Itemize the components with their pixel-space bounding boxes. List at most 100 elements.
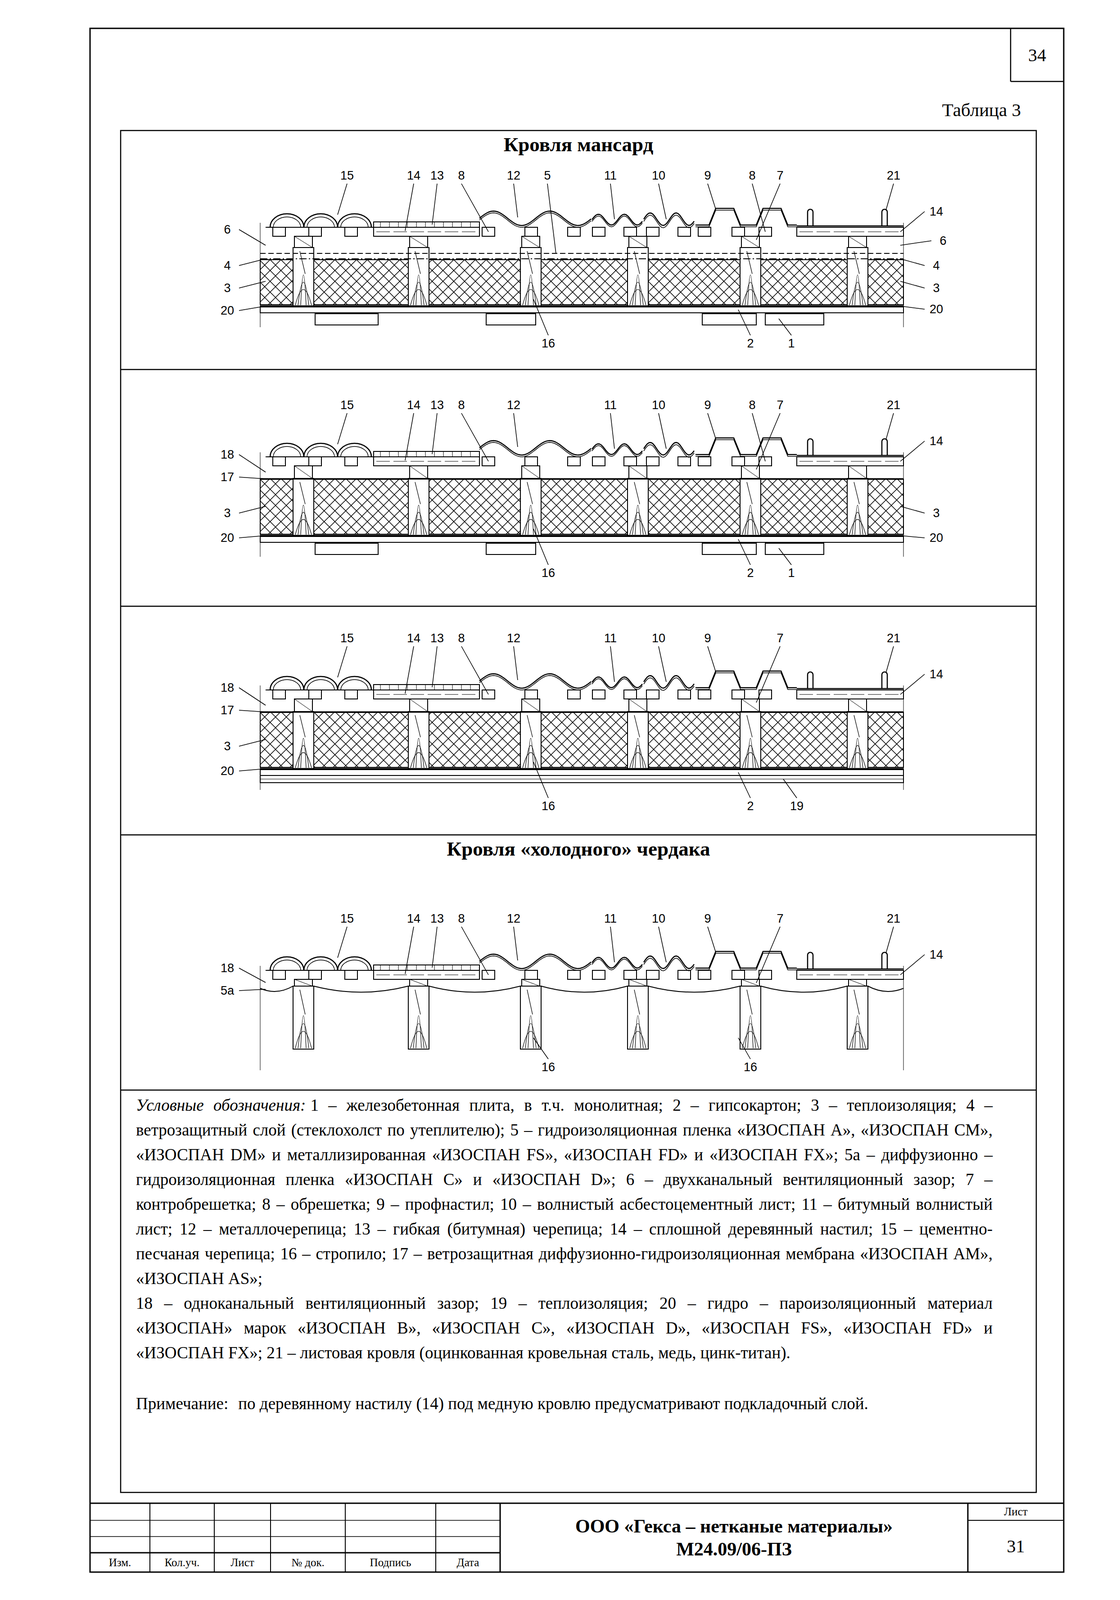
counter-batten xyxy=(628,465,647,479)
wood-grain xyxy=(415,505,422,535)
node-text: Кровля «холодного» чердака xyxy=(447,837,711,861)
wood-grain xyxy=(852,282,863,306)
node-text: № док. xyxy=(291,1556,325,1569)
bitumen-sheet xyxy=(591,959,643,971)
leader-line xyxy=(658,926,667,963)
counter-batten xyxy=(521,699,540,712)
callout-number: 18 xyxy=(220,962,235,975)
wood-grain xyxy=(629,289,646,306)
wood-grain xyxy=(528,275,534,306)
metal-tile xyxy=(479,956,592,971)
callout-number: 8 xyxy=(748,399,756,412)
table-cell: Кровля мансард xyxy=(120,130,1037,370)
wood-grain xyxy=(742,752,759,768)
wood-grain xyxy=(635,1016,641,1049)
wood-crack xyxy=(853,715,860,738)
standing-seam xyxy=(807,672,813,689)
rafter xyxy=(740,478,761,536)
profiled-sheet xyxy=(695,953,797,971)
text-group: 31 xyxy=(967,1520,1064,1573)
flexible-tile-joint xyxy=(452,684,453,691)
wood-crack xyxy=(853,251,860,275)
text-group: Условные обозначения:1 – железобетонная … xyxy=(135,1094,993,1293)
wood-grain xyxy=(300,1016,307,1049)
callout-number: 2 xyxy=(746,567,754,580)
leader-line xyxy=(533,762,549,799)
table-grid xyxy=(120,130,1037,1493)
leader-line xyxy=(239,768,266,772)
text-group: Лист xyxy=(967,1503,1064,1521)
flexible-tile-joint xyxy=(380,451,381,457)
gypsum-board xyxy=(260,307,904,313)
wood-crack xyxy=(853,989,860,1015)
cement-tile xyxy=(337,957,372,971)
callout-number: 14 xyxy=(929,435,944,448)
batten xyxy=(731,970,745,980)
table-border xyxy=(120,130,1037,1493)
leader-line xyxy=(405,183,414,231)
standing-seam xyxy=(807,952,813,970)
asbestos-sheet xyxy=(643,675,695,689)
roof-section xyxy=(260,208,904,328)
concrete-slab xyxy=(486,543,536,555)
cement-tile xyxy=(303,443,338,457)
section-cut-line xyxy=(903,452,904,557)
leader-line xyxy=(239,281,266,289)
leader-lines xyxy=(239,183,932,1060)
leader-line xyxy=(900,441,925,462)
text-group: Кол.уч. xyxy=(164,1556,200,1570)
wood-grain xyxy=(849,289,866,306)
callout-number: 11 xyxy=(604,399,617,412)
batten xyxy=(623,690,637,700)
timber-deck-grain xyxy=(799,694,901,696)
wood-grain xyxy=(849,1031,866,1049)
callout-number: 13 xyxy=(430,399,444,412)
wood-grain xyxy=(629,752,646,768)
gypsum-board xyxy=(260,536,904,543)
text-group: 34 xyxy=(1028,44,1047,66)
flexible-tile-joint xyxy=(452,451,453,457)
wood-grain xyxy=(528,1016,534,1049)
leader-line xyxy=(432,183,438,225)
batten xyxy=(308,227,322,237)
timber-deck-grain xyxy=(799,231,901,233)
concrete-slab xyxy=(765,313,824,326)
asbestos-sheet xyxy=(643,212,695,226)
flexible-tile-joint xyxy=(470,221,471,228)
callout-number: 16 xyxy=(541,567,556,580)
wood-grain xyxy=(632,512,644,535)
wood-grain xyxy=(410,289,427,306)
callout-number: 20 xyxy=(220,532,235,545)
counter-batten-grain xyxy=(294,699,313,712)
wood-grain xyxy=(745,512,756,535)
flexible-tile-joint xyxy=(443,221,444,228)
rafter xyxy=(627,478,649,536)
callout-number: 21 xyxy=(886,912,901,926)
bitumen-sheet xyxy=(591,677,643,688)
leader-line xyxy=(513,413,518,448)
batten xyxy=(592,970,606,980)
callout-number: 10 xyxy=(651,169,666,182)
text-group: М24.09/06-ПЗ xyxy=(676,1538,792,1561)
text-group: Кровля мансард xyxy=(120,133,1037,157)
batten xyxy=(308,690,322,700)
flexible-tile-joint xyxy=(452,965,453,971)
flexible-tile xyxy=(373,221,480,228)
callout-number: 7 xyxy=(776,169,784,182)
node-text: М24.09/06-ПЗ xyxy=(676,1539,792,1560)
batten xyxy=(524,690,538,700)
counter-batten xyxy=(848,699,867,712)
wood-grain xyxy=(629,519,646,535)
insulation-layer xyxy=(260,712,904,768)
node-text: Лист xyxy=(230,1556,254,1569)
rafter xyxy=(847,247,868,307)
standing-seam xyxy=(881,952,888,970)
standing-seam xyxy=(881,672,888,689)
title-block-line xyxy=(270,1503,271,1573)
leader-line xyxy=(610,183,615,220)
callout-number: 16 xyxy=(743,1061,758,1074)
node-text: 34 xyxy=(1028,45,1047,66)
title-block-label-cell: Дата xyxy=(435,1553,501,1573)
leader-line xyxy=(239,229,266,246)
counter-batten-grain xyxy=(294,465,313,479)
